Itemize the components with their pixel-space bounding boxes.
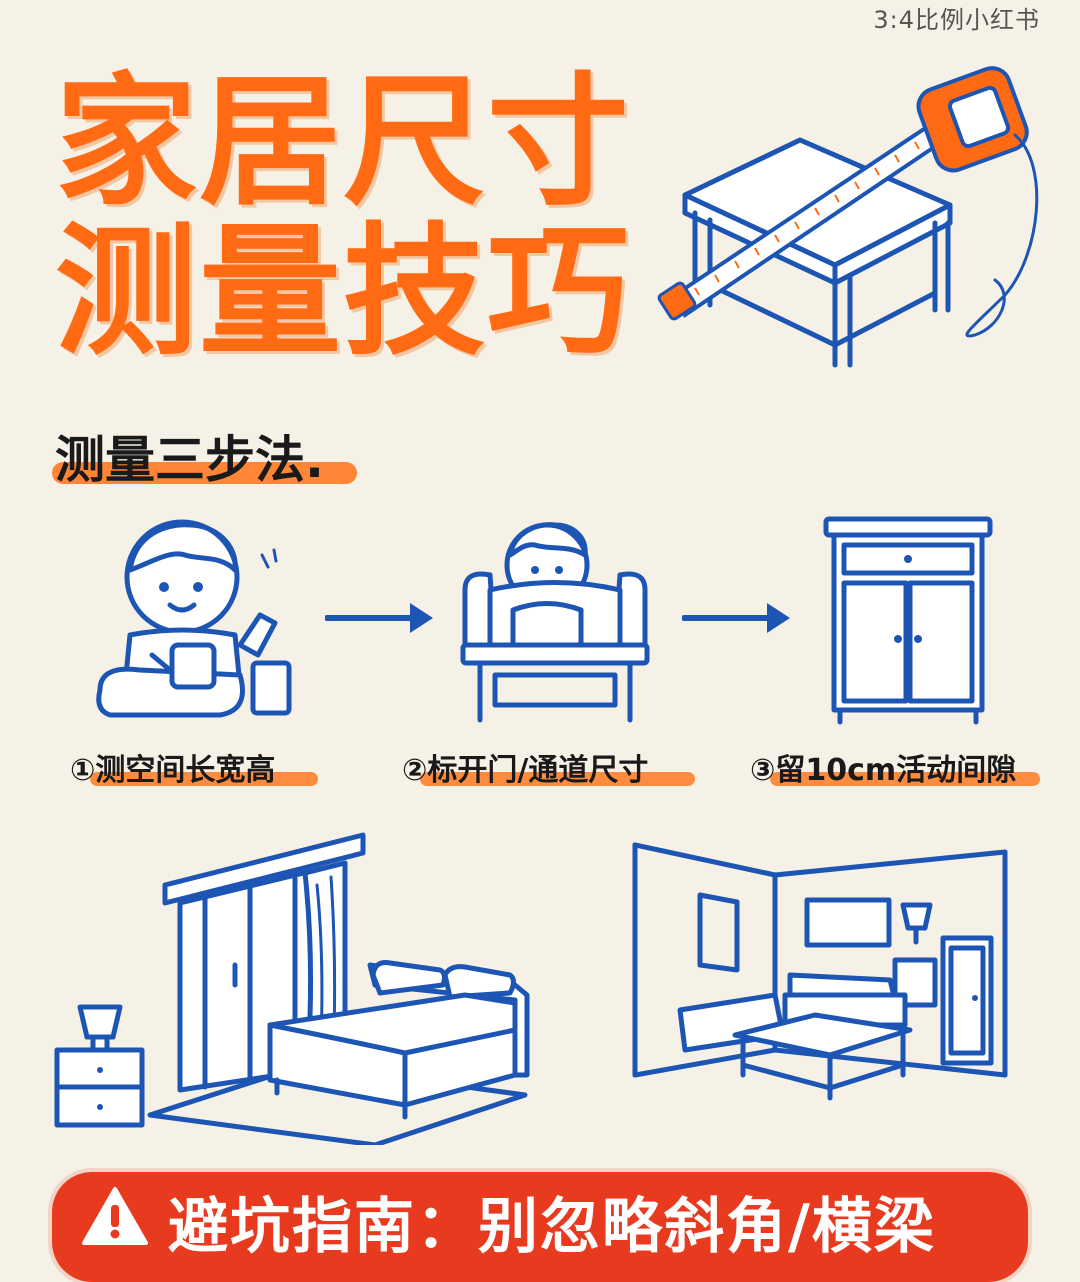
table-tape-measure-illustration bbox=[657, 66, 1039, 368]
step2-highlight bbox=[420, 772, 695, 786]
step3-cabinet-illustration bbox=[823, 516, 993, 725]
living-room-illustration bbox=[632, 842, 1008, 1101]
step1-label: ①测空间长宽高 bbox=[70, 753, 276, 788]
bedroom-illustration bbox=[54, 832, 530, 1145]
step3-label: ③留10cm活动间隙 bbox=[750, 753, 1017, 788]
arrow-right-icon bbox=[325, 603, 433, 633]
section-title: 测量三步法. bbox=[55, 431, 324, 489]
step3-highlight bbox=[770, 772, 1040, 786]
step1-kid-measuring-illustration bbox=[96, 519, 292, 718]
warning-banner-text: 避坑指南：别忽略斜角/横梁 bbox=[168, 1192, 936, 1262]
step2-label: ②标开门/通道尺寸 bbox=[402, 753, 649, 788]
ratio-note: 3:4比例小红书 bbox=[873, 6, 1040, 34]
arrow-right-icon bbox=[682, 603, 790, 633]
section-title-highlight bbox=[52, 462, 357, 484]
step2-sofa-illustration bbox=[460, 522, 650, 723]
step1-highlight bbox=[90, 772, 318, 786]
page-title-line2: 测量技巧 bbox=[55, 210, 631, 375]
warning-triangle-icon bbox=[82, 1187, 148, 1245]
page-title-line1: 家居尺寸 bbox=[55, 60, 631, 225]
